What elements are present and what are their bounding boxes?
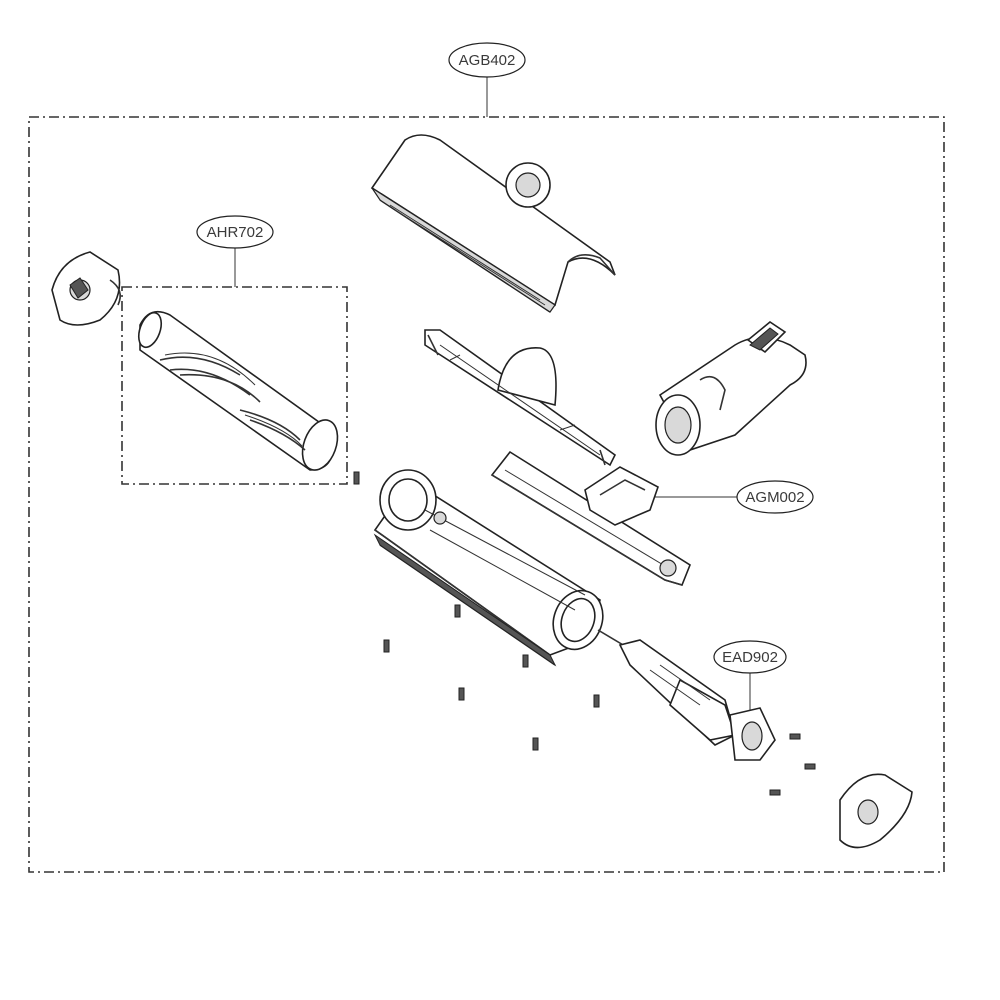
neck-joint-part [655,321,807,456]
inner-bracket-part [424,329,617,467]
screw [383,639,390,653]
motor-part [597,629,776,761]
screw [804,763,816,770]
callout-agb402-label: AGB402 [459,52,516,69]
screw [458,687,465,701]
screw [454,604,461,618]
assembly-boundary [28,116,945,873]
screw [593,694,600,708]
callout-agb402[interactable]: AGB402 [448,42,526,117]
callout-agm002-label: AGM002 [745,489,804,506]
screw [353,471,360,485]
screw [532,737,539,751]
screw [789,733,801,740]
screws [353,471,816,796]
brush-boundary [121,286,348,485]
right-end-cap-part [839,773,913,849]
callout-ahr702-label: AHR702 [207,224,264,241]
top-cover-part [370,134,616,313]
gear-box-part [490,450,691,586]
brush-roll-part [137,310,339,471]
callout-agm002[interactable]: AGM002 [650,480,814,514]
callout-ead902-label: EAD902 [722,649,778,666]
screw [769,789,781,796]
callout-ead902[interactable]: EAD902 [713,640,787,710]
screw [522,654,529,668]
callout-ahr702[interactable]: AHR702 [196,215,274,287]
brush-housing-frame-part [373,469,604,667]
left-end-cap-part [51,251,121,326]
